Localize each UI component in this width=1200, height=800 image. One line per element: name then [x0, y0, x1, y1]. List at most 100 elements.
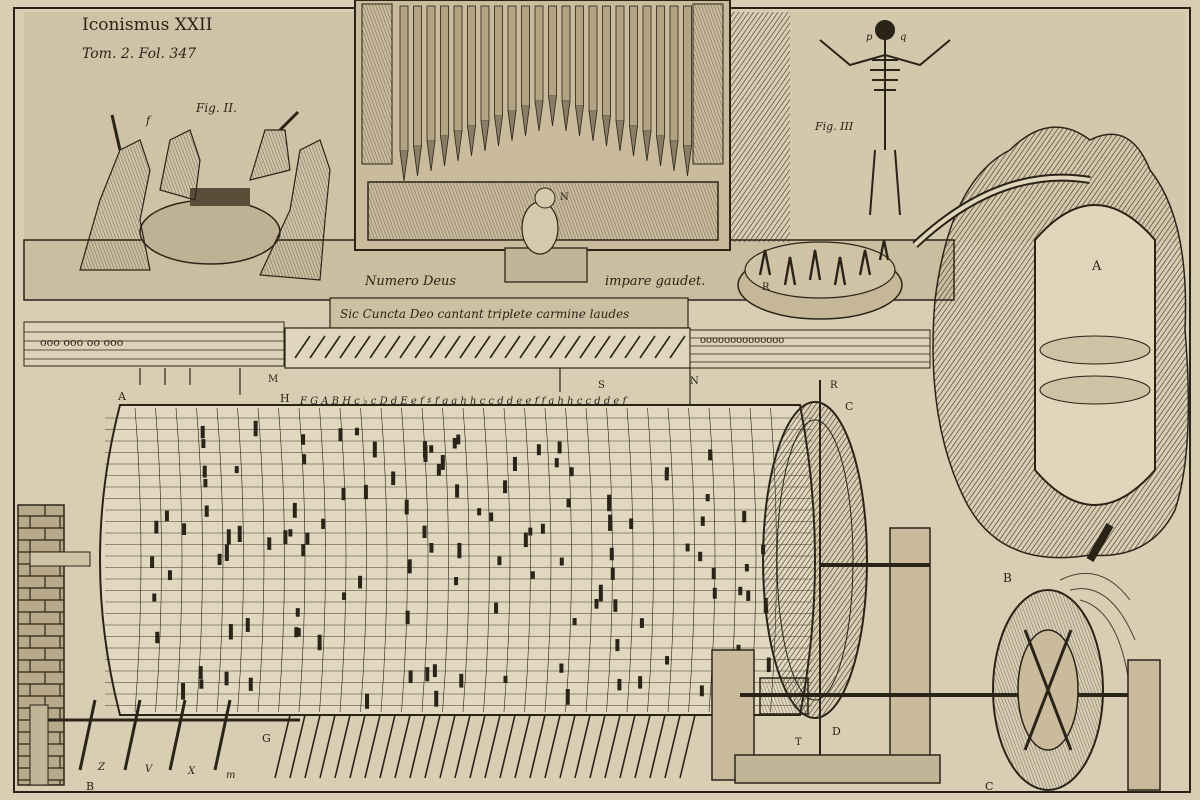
organ-pipe-foot — [467, 125, 476, 157]
platform-top — [744, 241, 896, 299]
barrel-pin — [422, 525, 427, 539]
lever-finger — [379, 714, 396, 779]
barrel-pin — [422, 441, 427, 458]
barrel-pin — [566, 498, 571, 508]
keyboard-key — [504, 335, 521, 359]
barrel-meridian — [298, 407, 306, 713]
barrel-meridian — [647, 407, 654, 713]
barrel-pin — [302, 454, 307, 465]
organ-pipe — [629, 5, 638, 127]
keyboard-key — [459, 335, 476, 359]
organ-pipe — [467, 5, 476, 127]
barrel-pin — [565, 689, 570, 705]
organ-pipe-foot — [413, 145, 422, 177]
organ-pipe — [669, 5, 679, 142]
barrel-pin — [181, 682, 186, 700]
smith-figure-2 — [159, 129, 201, 201]
barrel-pin — [198, 666, 203, 679]
barrel-pin — [203, 478, 208, 488]
lever-finger — [334, 714, 351, 779]
keyboard — [284, 327, 691, 369]
barrel-pin — [338, 428, 343, 442]
barrel-pin — [253, 420, 258, 437]
organ-pipe-foot — [494, 115, 503, 147]
keyboard-key — [519, 335, 536, 359]
barrel-pins — [150, 420, 771, 709]
organ-pipe-foot — [548, 95, 557, 127]
barrel-pin — [572, 618, 577, 626]
barrel-pin — [429, 445, 434, 453]
barrel-pin — [489, 512, 494, 522]
barrel-pin — [301, 544, 306, 557]
anvil-stump — [139, 199, 281, 265]
barrel-pin — [766, 657, 771, 673]
organ-pipe — [440, 5, 449, 137]
keyboard-key — [639, 335, 656, 359]
wheel-post — [1127, 659, 1161, 791]
organ-pipe-foot — [615, 120, 625, 152]
outlet-spout — [1086, 523, 1114, 562]
barrel-pin — [457, 542, 462, 559]
barrel-pin — [598, 584, 603, 602]
barrel-pin — [404, 499, 409, 515]
lever-finger — [364, 714, 381, 779]
barrel-pin — [638, 676, 643, 689]
organ-pipe — [399, 5, 409, 152]
barrel-meridian — [565, 407, 572, 713]
barrel-pin — [200, 425, 205, 439]
barrel-pin — [639, 618, 644, 628]
lever-finger — [574, 714, 591, 779]
lever-finger — [634, 714, 651, 779]
barrel-pin — [234, 466, 239, 474]
staff-left-lines — [24, 331, 284, 360]
lever-finger — [484, 714, 501, 779]
staff-right: oooooooooooooo — [689, 329, 931, 369]
barrel-pin — [341, 487, 346, 501]
barrel-pin — [554, 458, 559, 468]
barrel-pin — [150, 556, 155, 568]
barrel-pin — [295, 608, 300, 617]
letter-n: N — [690, 376, 699, 387]
letter-a-reservoir: A — [1091, 259, 1102, 274]
lever-finger — [589, 714, 606, 779]
barrel-pin — [629, 518, 634, 529]
barrel-pin — [610, 567, 615, 580]
lever-finger — [304, 714, 321, 779]
barrel-pin — [615, 639, 620, 652]
putto-body — [521, 201, 559, 255]
lever-finger — [319, 714, 336, 779]
motto-left: Numero Deus — [364, 274, 456, 289]
plate-title: Iconismus XXII — [82, 15, 212, 35]
barrel-pin — [497, 556, 502, 566]
lever-finger — [349, 714, 366, 779]
keyboard-key — [669, 335, 686, 359]
keyboard-key — [564, 335, 581, 359]
barrel-pin — [152, 593, 157, 602]
barrel-pin — [391, 471, 396, 486]
barrel-pin — [224, 671, 229, 686]
letter-v: V — [145, 764, 154, 775]
organ-pipe — [521, 5, 530, 107]
frame-post-right — [889, 527, 931, 761]
barrel-meridian — [544, 407, 552, 713]
staff-right-notes: oooooooooooooo — [700, 335, 784, 346]
keyboard-frame — [284, 327, 691, 369]
lever-arm — [78, 699, 97, 771]
gear-inner — [776, 419, 854, 701]
barrel-pin — [301, 434, 306, 445]
barrel-pin — [712, 587, 717, 599]
barrel-pin — [407, 559, 412, 574]
letter-c-cylinder: C — [845, 400, 853, 413]
lever-arm — [168, 699, 187, 771]
keyboard-key — [309, 335, 326, 359]
lever-finger — [439, 714, 456, 779]
barrel-pin — [363, 484, 368, 500]
keyboard-key — [624, 335, 641, 359]
organ-pipe — [683, 5, 692, 147]
barrel-pin — [708, 449, 713, 461]
barrel-pin — [685, 543, 690, 552]
barrel-pin — [613, 599, 618, 612]
staff-left: ooo ooo oo ooo — [23, 321, 285, 367]
keyboard-keys — [294, 335, 686, 359]
barrel-pin — [459, 673, 464, 688]
